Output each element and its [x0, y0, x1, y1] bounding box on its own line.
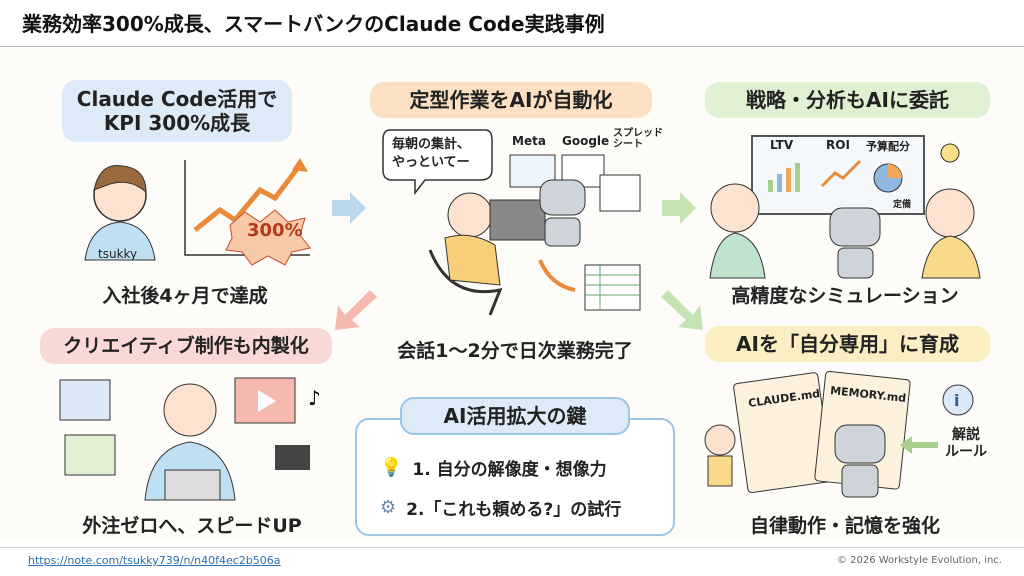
strategy-label: 戦略・分析もAIに委託 — [705, 82, 990, 118]
computer — [489, 199, 546, 241]
down-arrow — [538, 259, 576, 292]
kpi-badge: 300% — [247, 220, 303, 241]
title-divider — [0, 46, 1024, 47]
automation-caption: 会話1～2分で日次業務完了 — [397, 340, 633, 362]
person-body — [84, 221, 156, 261]
output-sheet — [584, 264, 641, 311]
board-ltv: LTV — [770, 138, 794, 152]
personal-ai-label-text: AIを「自分専用」に育成 — [736, 332, 959, 356]
speech-line1: 毎朝の集計、 — [392, 137, 471, 152]
robot-body — [841, 464, 879, 498]
automation-label: 定型作業をAIが自動化 — [370, 82, 652, 118]
robot-body — [837, 247, 874, 279]
personal-ai-caption: 自律動作・記憶を強化 — [749, 515, 941, 537]
speech-text: 毎朝の集計、 やっといてー — [392, 136, 470, 171]
lightbulb-icon: 💡 — [380, 457, 403, 478]
robot-body — [544, 217, 581, 247]
personal-ai-illustration: i — [704, 371, 974, 498]
creative-illustration: ♪ — [59, 377, 321, 501]
strategy-label-text: 戦略・分析もAIに委託 — [746, 88, 949, 112]
speech-bubble — [382, 129, 493, 196]
key-item-2: ⚙ 2.「これも頼める?」の試行 — [380, 495, 621, 520]
kpi-label-line2: KPI 300%成長 — [103, 111, 251, 135]
rule-label: 解説 ルール — [945, 427, 987, 461]
svg-text:♪: ♪ — [308, 386, 321, 410]
board-budget: 予算配分 — [866, 140, 910, 153]
robot-head — [539, 179, 586, 216]
tool-google: Google — [562, 134, 610, 148]
automation-label-text: 定型作業をAIが自動化 — [409, 88, 613, 112]
kpi-label-line1: Claude Code活用で — [76, 87, 278, 111]
tool-spreadsheet: スプレッド シート — [613, 128, 663, 150]
person-name: tsukky — [98, 247, 138, 261]
video-camera — [275, 445, 310, 470]
key-item-1: 💡 1. 自分の解像度・想像力 — [380, 455, 607, 480]
speech-line2: やっといてー — [392, 154, 470, 170]
strategy-illustration — [709, 135, 981, 279]
badge-burst — [225, 209, 311, 266]
copyright: © 2026 Workstyle Evolution, inc. — [836, 555, 1002, 566]
source-link[interactable]: https://note.com/tsukky739/n/n40f4ec2b50… — [28, 554, 281, 567]
kpi-label: Claude Code活用で KPI 300%成長 — [62, 80, 292, 142]
page-title: 業務効率300%成長、スマートバンクのClaude Code実践事例 — [22, 12, 605, 36]
image-frame — [64, 434, 116, 476]
video-player — [234, 377, 296, 424]
key-box — [355, 418, 675, 536]
laptop — [164, 469, 221, 501]
image-frame — [59, 379, 111, 421]
robot-head — [834, 424, 886, 464]
robot-head — [829, 207, 881, 247]
kpi-illustration — [84, 158, 311, 266]
info-icon — [942, 384, 974, 416]
bulb-icon — [940, 143, 960, 163]
automation-illustration — [428, 154, 641, 316]
arrow-right-icon — [332, 192, 366, 224]
footer-divider — [0, 547, 1024, 548]
strategy-caption: 高精度なシミュレーション — [731, 285, 959, 307]
rule-line1: 解説 — [952, 427, 980, 443]
key-item-1-text: 1. 自分の解像度・想像力 — [412, 460, 607, 480]
arrow-right-icon — [662, 192, 696, 224]
key-title: AI活用拡大の鍵 — [400, 397, 630, 435]
kpi-caption: 入社後4ヶ月で達成 — [102, 285, 268, 307]
gear-icon: ⚙ — [380, 497, 397, 518]
creative-label-text: クリエイティブ制作も内製化 — [63, 334, 309, 357]
arrow-down-right-icon — [661, 290, 703, 330]
person-hair — [93, 165, 147, 194]
key-item-2-text: 2.「これも頼める?」の試行 — [406, 500, 622, 520]
tool-meta: Meta — [512, 134, 546, 148]
arrow-down-left-icon — [335, 290, 377, 330]
svg-text:i: i — [954, 391, 959, 410]
chair — [428, 249, 503, 316]
creative-caption: 外注ゼロへ、スピードUP — [82, 515, 302, 537]
creative-label: クリエイティブ制作も内製化 — [40, 328, 332, 364]
board-note: 定備 — [893, 200, 912, 210]
board-roi: ROI — [826, 138, 850, 152]
key-title-text: AI活用拡大の鍵 — [443, 404, 587, 428]
personal-ai-label: AIを「自分専用」に育成 — [705, 326, 990, 362]
sheet-window — [599, 174, 641, 212]
growth-arrow — [193, 163, 302, 232]
rule-line2: ルール — [945, 443, 987, 460]
